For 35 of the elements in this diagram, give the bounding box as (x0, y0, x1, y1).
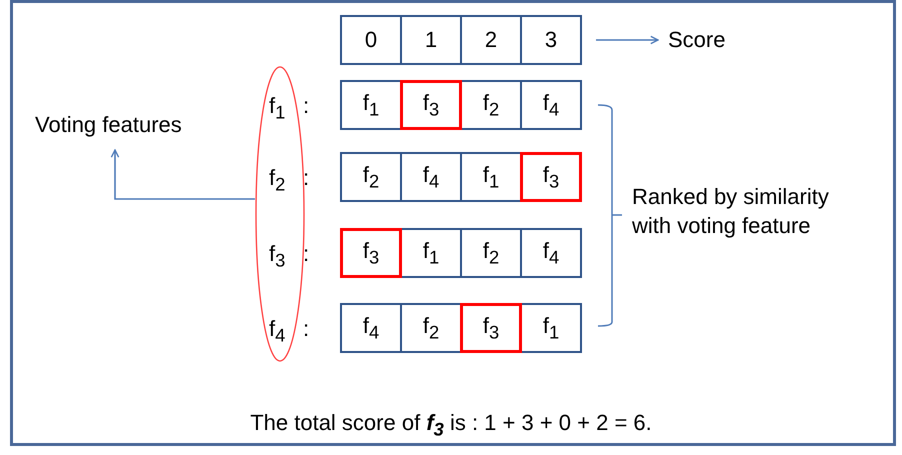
caption: The total score of f$_{3}$ is : 1 + 3 + 0 + 2 = 6. (249, 410, 653, 440)
score-cell: 2 (460, 15, 522, 65)
voting-feature-ellipse (255, 66, 305, 362)
ranked-feature-cell: f$_{1}$ (460, 152, 522, 202)
arrow (110, 149, 255, 200)
ranked-feature-cell: f$_{3}$ (340, 228, 402, 278)
score-cell: 3 (520, 15, 582, 65)
feature-label: f$_{4}$ (269, 316, 286, 346)
ranked-feature-cell: f$_{1}$ (340, 80, 402, 130)
ranked-feature-cell: f$_{3}$ (400, 80, 462, 130)
ranked-feature-cell: f$_{4}$ (520, 80, 582, 130)
ranked-feature-cell: f$_{2}$ (340, 152, 402, 202)
ranked-feature-cell: f$_{2}$ (460, 80, 522, 130)
ranked-feature-cell: f$_{3}$ (460, 303, 522, 353)
colon: : (303, 165, 310, 191)
ranked-feature-cell: f$_{1}$ (400, 228, 462, 278)
ranked-feature-cell: f$_{4}$ (520, 228, 582, 278)
ranked-feature-cell: f$_{4}$ (340, 303, 402, 353)
score-cell: 1 (400, 15, 462, 65)
colon: : (303, 93, 310, 119)
colon: : (303, 241, 310, 267)
ranked-feature-cell: f$_{1}$ (520, 303, 582, 353)
feature-label: f$_{3}$ (269, 241, 286, 272)
score-label: Score (668, 27, 748, 57)
ranking-description: Ranked by similarity with voting feature (632, 183, 862, 253)
voting-features-label: Voting features (35, 112, 225, 142)
score-cell: 0 (340, 15, 402, 65)
ranked-feature-cell: f$_{4}$ (400, 152, 462, 202)
colon: : (303, 316, 310, 342)
ranked-feature-cell: f$_{2}$ (460, 228, 522, 278)
feature-label: f$_{1}$ (269, 93, 286, 124)
ranked-feature-cell: f$_{2}$ (400, 303, 462, 353)
arrow (596, 36, 659, 44)
ranked-feature-cell: f$_{3}$ (520, 152, 582, 202)
feature-label: f$_{2}$ (269, 165, 286, 196)
